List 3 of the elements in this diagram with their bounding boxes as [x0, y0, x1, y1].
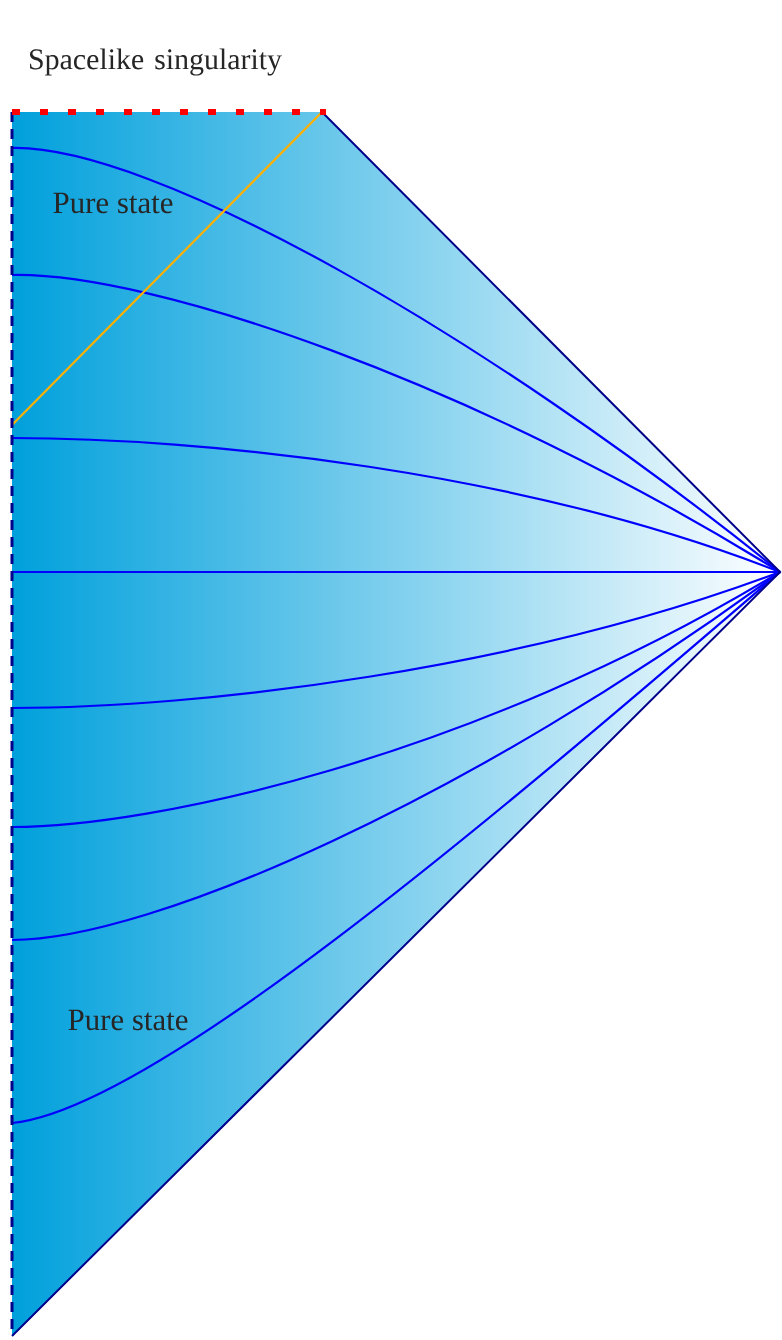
- region-label: Pure state: [53, 192, 173, 214]
- region-label: Pure state: [68, 1009, 188, 1031]
- singularity-label: Spacelike singularity: [30, 48, 282, 76]
